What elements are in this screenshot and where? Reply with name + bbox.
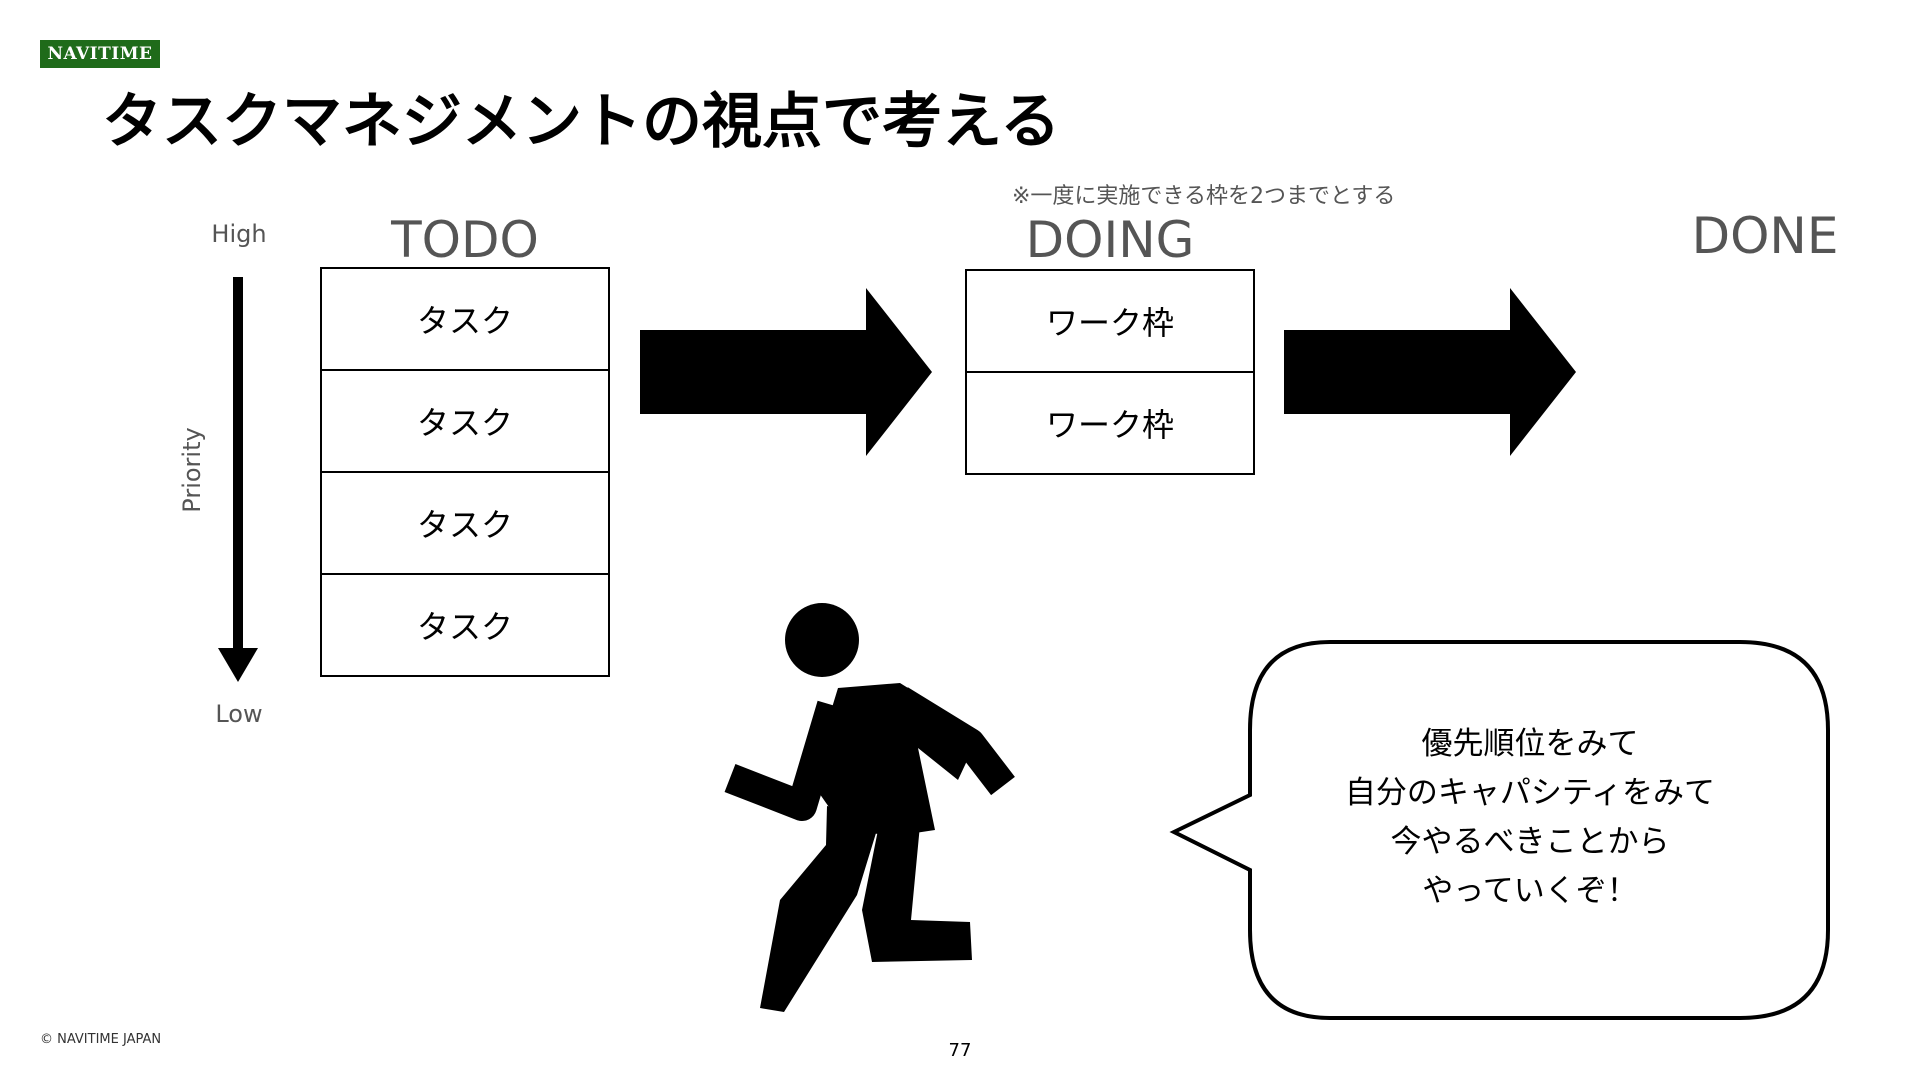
arrow-doing-to-done-icon — [1284, 288, 1576, 456]
priority-low-label: Low — [215, 700, 263, 728]
todo-task-box: タスク — [320, 573, 610, 677]
priority-axis-label: Priority — [178, 427, 206, 513]
column-header-todo: TODO — [391, 211, 539, 269]
page-number: 77 — [948, 1040, 972, 1061]
copyright-footer: © NAVITIME JAPAN — [40, 1032, 162, 1047]
slide-title: タスクマネジメントの視点で考える — [102, 87, 1061, 157]
speech-line: やっていくぞ！ — [1422, 873, 1638, 909]
priority-high-label: High — [211, 220, 267, 248]
navitime-logo: NAVITIME — [40, 40, 160, 68]
priority-arrow-icon — [218, 277, 258, 682]
doing-work-slot-box: ワーク枠 — [965, 269, 1255, 373]
wip-limit-note: ※一度に実施できる枠を2つまでとする — [1012, 184, 1396, 209]
speech-line: 今やるべきことから — [1390, 824, 1670, 860]
todo-task-box: タスク — [320, 369, 610, 473]
speech-line: 自分のキャパシティをみて — [1344, 775, 1716, 811]
todo-task-box: タスク — [320, 471, 610, 575]
speech-bubble — [1169, 640, 1830, 1020]
column-header-done: DONE — [1691, 207, 1839, 265]
speech-bubble-text: 優先順位をみて 自分のキャパシティをみて 今やるべきことから やっていくぞ！ — [1250, 720, 1810, 916]
todo-task-box: タスク — [320, 267, 610, 371]
doing-work-slot-box: ワーク枠 — [965, 371, 1255, 475]
running-person-icon — [724, 603, 1015, 1012]
column-header-doing: DOING — [1025, 211, 1195, 269]
arrow-todo-to-doing-icon — [640, 288, 932, 456]
speech-line: 優先順位をみて — [1421, 726, 1639, 762]
